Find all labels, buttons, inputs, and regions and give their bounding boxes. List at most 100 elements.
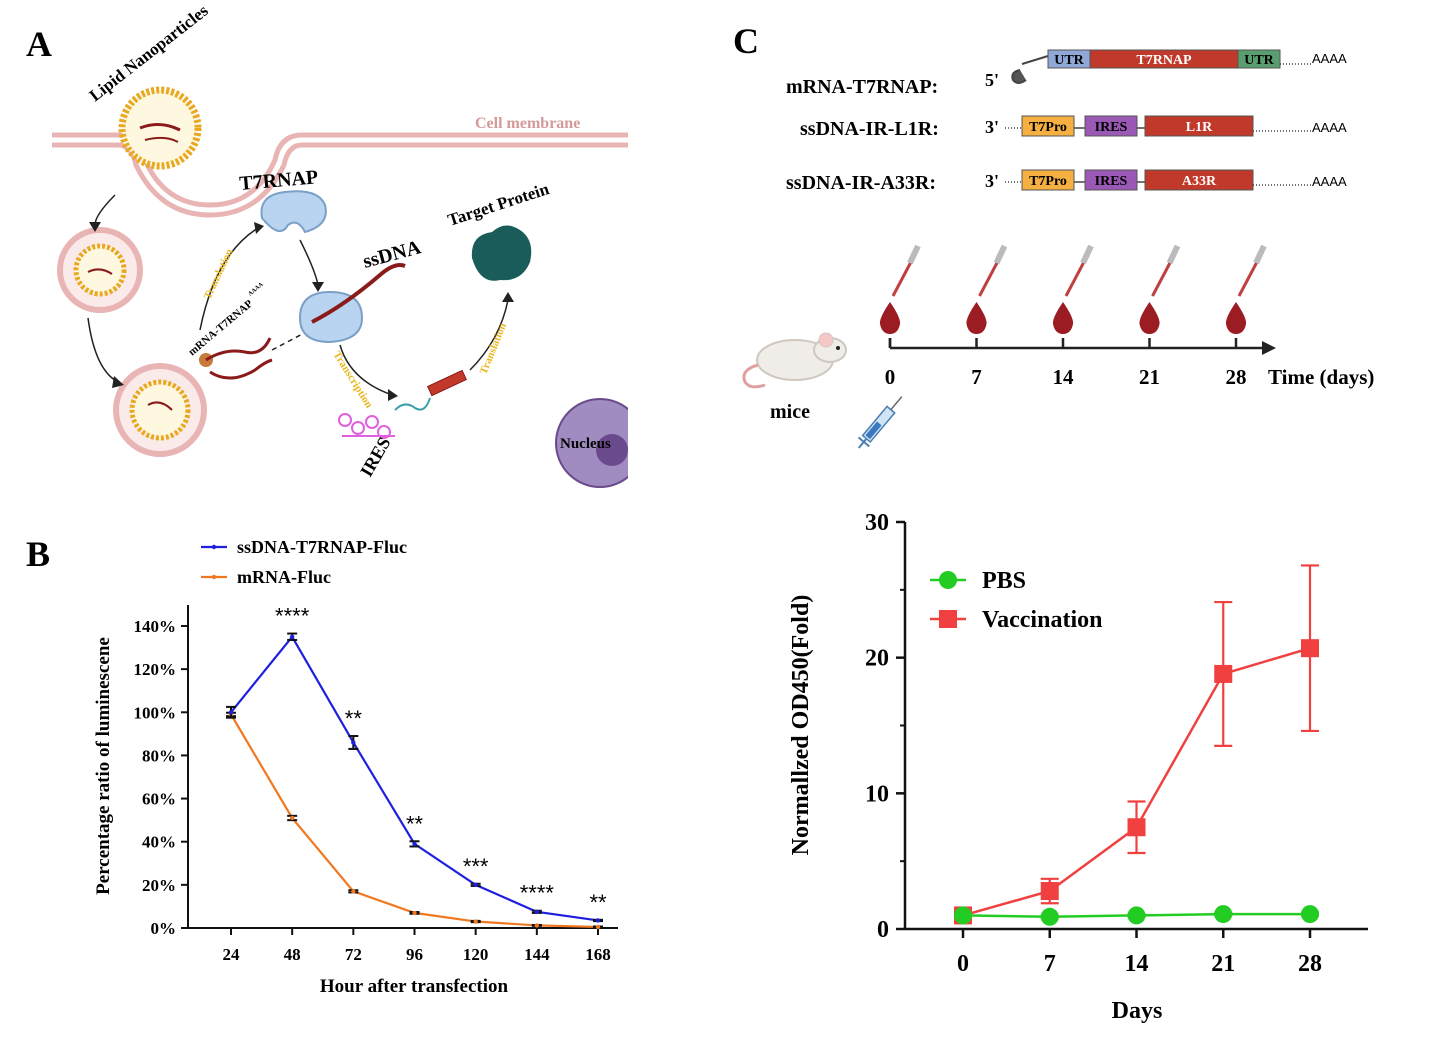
t7rnap-shape [260,190,327,234]
arrow-transcription-head [388,389,398,401]
chart-c-legend-square [939,610,957,628]
chart-c-xtick-label: 14 [1125,951,1149,977]
timeline-day-label: 21 [1139,365,1160,389]
ires-mrna [394,397,431,411]
chart-c-point-square [1040,882,1059,901]
arrow-step-1 [94,194,116,226]
chart-b-significance-marker: ** [406,811,424,836]
chart-b-point [351,740,356,745]
cell-membrane-line-2 [52,142,628,218]
pipette-bulb-icon [1166,244,1181,265]
mrna-strand-2 [209,358,273,380]
dashed-connector [271,329,311,351]
chart-c-point-square [1301,639,1319,658]
chart-b-point [289,815,295,821]
construct-3-seg-2 [1084,169,1138,191]
timeline-label: Time (days) [1268,365,1374,389]
construct-3-tail: AAAA [1312,174,1347,189]
chart-c-ylabel: Normallzed OD450(Fold) [788,595,814,856]
panel-a-letter: A [26,24,52,64]
panel-b-letter: B [26,534,50,574]
chart-b-ytick-label: 80% [142,746,176,765]
construct-3-seg-2-label: IRES [1095,174,1128,189]
timeline-arrowhead [1262,341,1276,355]
construct-3-seg-1-label: T7Pro [1029,174,1067,189]
panel-a: A Cell membrane Lipid Nanoparticles mRNA… [26,1,648,488]
chart-b-point [595,924,601,930]
chart-b-ytick-label: 0% [151,919,177,938]
pipette-icon [978,259,1000,297]
lipid-nanoparticles-label: Lipid Nanoparticles [86,1,212,105]
chart-c-legend: PBS Vaccination [930,568,1102,633]
chart-c-legend-label: Vaccination [982,607,1102,633]
chart-c-point-circle [954,906,972,925]
arrow-translation-2 [469,299,509,371]
nucleus-label: Nucleus [560,436,611,452]
construct-1-seg-3 [1237,49,1281,69]
chart-b-point [228,710,234,715]
target-protein-label: Target Protein [445,179,552,230]
chart-b-xtick-label: 120 [463,945,489,964]
chart-b-point [595,918,601,923]
chart-b-ytick-label: 140% [134,617,177,636]
t7-on-dna-shape [298,290,364,344]
nucleolus [596,434,628,466]
panel-c-letter: C [733,21,759,61]
ires-label: IRES [356,434,394,480]
transcription-label: Transcription [330,349,374,410]
construct-1-tail: AAAA [1312,51,1347,66]
lnp-cargo-2 [144,136,179,143]
chart-b-xtick-label: 96 [406,945,423,964]
chart-c-ytick-label: 20 [865,646,889,672]
chart-c-xtick-label: 0 [957,951,969,977]
chart-c-point-circle [1127,906,1146,925]
chart-b-significance-marker: **** [275,604,310,629]
chart-c-legend-circle [939,571,957,589]
arrow-translation-2-head [502,292,514,302]
chart-b-ylabel: Percentage ratio of luminescene [93,637,114,895]
pipette-bulb-icon [1253,244,1267,265]
chart-b-series-group [226,632,603,930]
chart-c-point-square [1127,818,1146,837]
chart-c-legend-label: PBS [982,568,1026,594]
chart-b-point [351,889,356,894]
chart-c-xtick-label: 28 [1298,951,1322,977]
chart-b-significance-marker: **** [520,881,555,906]
mrna-t7rnap-label: mRNA-T7RNAP [186,297,255,358]
chart-b-point [412,910,417,916]
chart-c-ytick-label: 10 [865,781,889,807]
chart-b-ytick-label: 40% [142,833,176,852]
chart-b-ytick-label: 60% [142,790,176,809]
pipette-bulb-icon [907,244,921,265]
construct-2-seg-2 [1084,115,1138,137]
construct-1-seg-2-label: T7RNAP [1136,53,1192,68]
chart-b-xlabel: Hour after transfection [320,976,509,997]
chart-c-ytick-label: 30 [865,510,889,536]
construct-3-seg-3-label: A33R [1182,174,1217,189]
blood-drop-icon [879,302,901,334]
construct-3-seg-1 [1021,169,1075,191]
chart-c-ytick-label: 0 [877,917,889,943]
mrna-polya-label: AAAA [247,281,265,297]
construct-1-end: 5' [985,70,999,90]
chart-c-y-ticks: 0 10 20 30 [865,510,905,943]
timeline-day-label: 0 [885,365,896,389]
chart-b-ytick-label: 120% [134,660,177,679]
chart-b-legend-marker [211,544,217,550]
mice-label: mice [770,401,810,423]
construct-1-seg-3-label: UTR [1244,53,1274,68]
chart-b-point [534,909,540,915]
blood-drop-icon [1139,302,1160,334]
translation-label-1: Translation [202,247,236,301]
construct-2-seg-3-label: L1R [1186,120,1213,135]
chart-b-xtick-label: 24 [223,945,241,964]
t7rnap-label: T7RNAP [239,166,320,195]
arrow-to-ssdna [299,239,319,286]
construct-3-seg-3 [1144,169,1254,191]
pipette-icon [1151,259,1173,297]
